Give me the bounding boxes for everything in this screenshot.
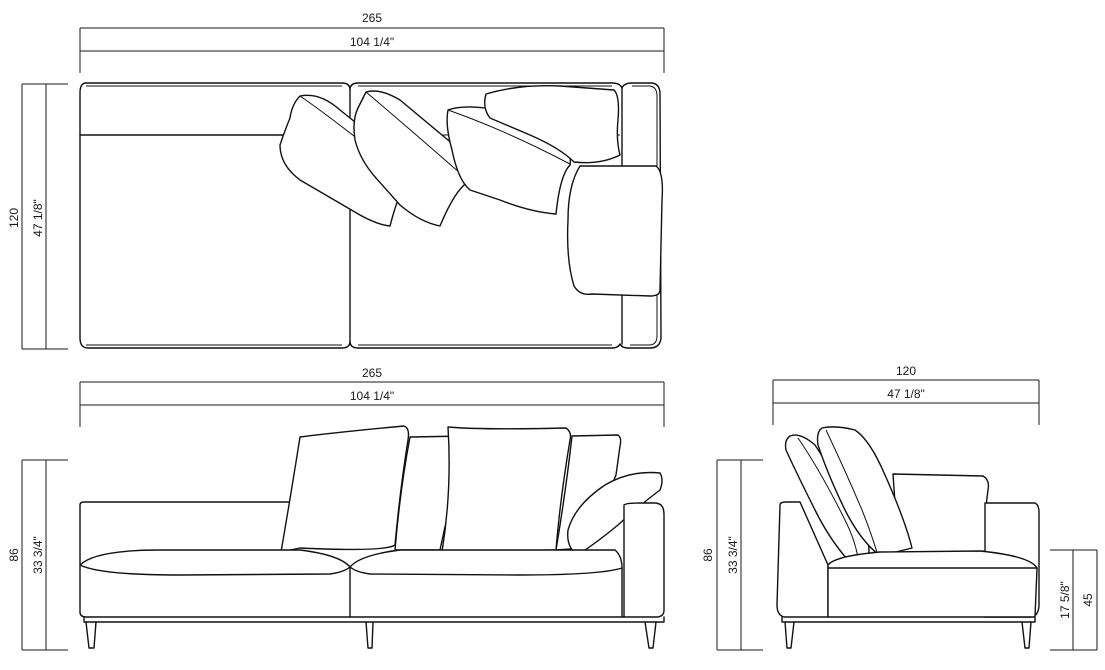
top-view-sofa (79, 82, 664, 349)
side-depth-cm: 120 (896, 364, 916, 378)
front-view-sofa (79, 425, 665, 649)
front-width-in: 104 1/4" (350, 389, 394, 403)
front-width-cm: 265 (362, 366, 382, 380)
seat-height-cm: 45 (1081, 593, 1095, 607)
front-height-in: 33 3/4" (31, 536, 45, 574)
side-view-sofa (776, 426, 1040, 649)
side-view-depth-dimension: 120 47 1/8" (772, 364, 1040, 425)
top-width-cm: 265 (362, 11, 382, 25)
top-depth-cm: 120 (7, 208, 21, 228)
seat-height-in: 17 5/8" (1058, 581, 1072, 619)
front-height-cm: 86 (7, 548, 21, 562)
front-view-width-dimension: 265 104 1/4" (79, 366, 665, 427)
side-height-cm: 86 (701, 548, 715, 562)
top-view-depth-dimension: 120 47 1/8" (7, 83, 68, 350)
side-height-in: 33 3/4" (726, 536, 740, 574)
side-depth-in: 47 1/8" (887, 387, 925, 401)
top-depth-in: 47 1/8" (31, 199, 45, 237)
front-view-height-dimension: 86 33 3/4" (7, 459, 68, 651)
side-view-seat-height-dimension: 17 5/8" 45 (1050, 549, 1098, 651)
top-width-in: 104 1/4" (350, 35, 394, 49)
top-view-width-dimension: 265 104 1/4" (79, 11, 665, 73)
side-view-height-dimension: 86 33 3/4" (701, 459, 763, 651)
